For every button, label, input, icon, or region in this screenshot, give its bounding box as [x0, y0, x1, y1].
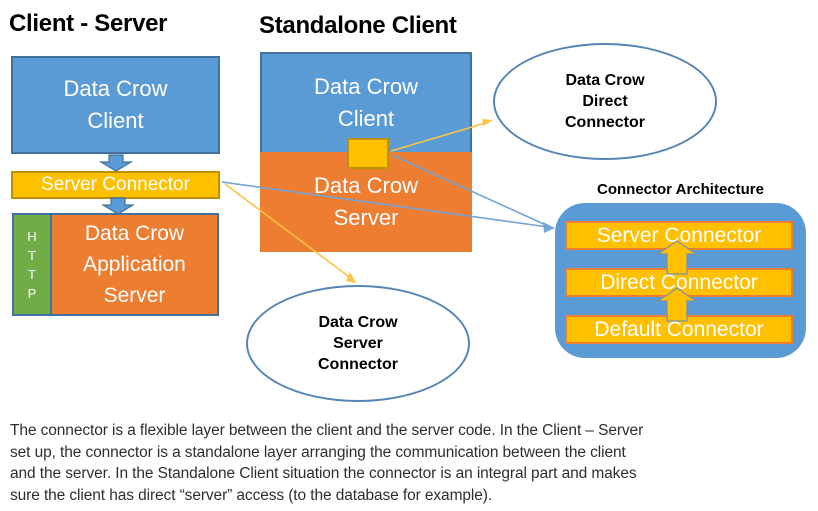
- app-server-line: Data Crow: [84, 222, 185, 245]
- app-server-line: Server: [103, 284, 166, 307]
- architecture-bar-server-connector: Server Connector: [565, 221, 793, 250]
- architecture-bar-default-connector: Default Connector: [565, 315, 793, 344]
- ellipse-line: Data Crow: [318, 314, 398, 331]
- application-server-box: H T T P Data Crow Application Server: [12, 213, 219, 316]
- description-line: sure the client has direct “server” acce…: [10, 486, 493, 504]
- standalone-server-line: Data Crow: [314, 173, 418, 198]
- description-paragraph: The connector is a flexible layer betwee…: [10, 420, 810, 506]
- ellipse-line: Connector: [318, 356, 398, 373]
- http-letter: T: [28, 266, 36, 282]
- http-letter: H: [27, 228, 37, 244]
- connector-architecture-title: Connector Architecture: [597, 181, 764, 198]
- client-server-heading: Client - Server: [9, 10, 168, 37]
- standalone-client-line: Data Crow: [314, 74, 418, 99]
- ellipse-line: Server: [333, 335, 383, 352]
- embedded-connector-square: [347, 138, 389, 169]
- ellipse-line: Data Crow: [565, 72, 645, 89]
- client-box-line: Client: [87, 108, 144, 133]
- standalone-server-line: Server: [333, 205, 399, 230]
- architecture-bar-label: Server Connector: [596, 223, 762, 247]
- description-line: set up, the connector is a standalone la…: [10, 443, 626, 461]
- app-server-line: Application: [83, 253, 186, 276]
- down-arrow-icon: [100, 197, 136, 215]
- down-arrow-icon: [98, 154, 134, 172]
- description-line: The connector is a flexible layer betwee…: [10, 422, 644, 439]
- arrowhead-icon: [543, 222, 555, 233]
- direct-connector-ellipse: Data Crow Direct Connector: [493, 43, 717, 160]
- arrowhead-icon: [346, 272, 356, 283]
- server-connector-ellipse: Data Crow Server Connector: [246, 285, 470, 402]
- architecture-bar-label: Default Connector: [594, 317, 764, 341]
- architecture-bar-direct-connector: Direct Connector: [565, 268, 793, 297]
- standalone-client-line: Client: [337, 106, 395, 131]
- standalone-client-box: Data Crow Client: [260, 52, 472, 152]
- application-server-text: Data Crow Application Server: [52, 215, 217, 314]
- architecture-bar-label: Direct Connector: [600, 270, 758, 294]
- ellipse-line: Connector: [565, 114, 645, 131]
- description-line: and the server. In the Standalone Client…: [10, 465, 637, 482]
- client-server-client-box: Data Crow Client: [11, 56, 220, 154]
- client-box-line: Data Crow: [63, 76, 168, 101]
- server-connector-box: Server Connector: [11, 171, 220, 199]
- ellipse-line: Direct: [582, 93, 628, 110]
- arrowhead-icon: [482, 119, 493, 126]
- http-letter: P: [27, 285, 37, 301]
- http-strip: H T T P: [14, 215, 52, 314]
- http-letter: T: [28, 247, 36, 263]
- standalone-client-heading: Standalone Client: [259, 12, 457, 39]
- server-connector-label: Server Connector: [41, 174, 190, 195]
